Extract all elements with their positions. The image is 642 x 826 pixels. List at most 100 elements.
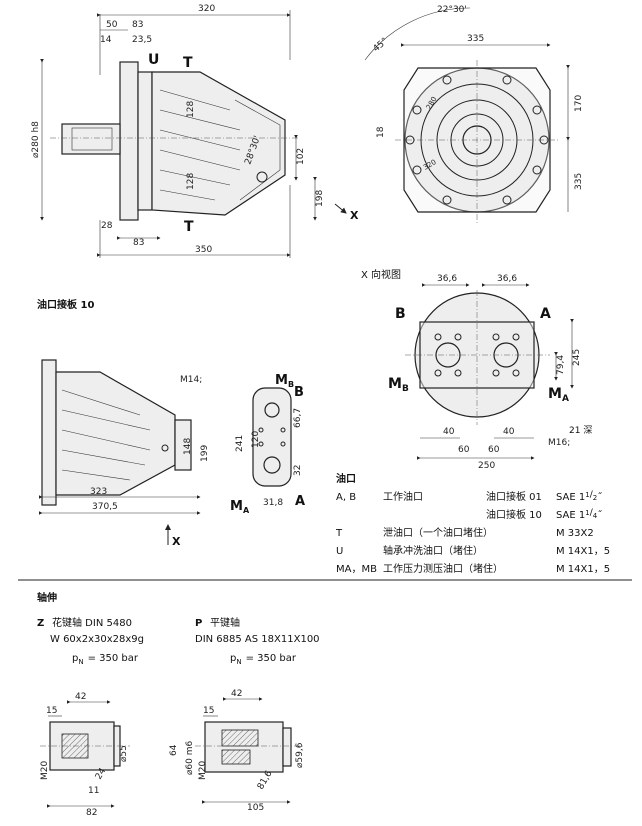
- dim-335-top: 335: [467, 34, 484, 44]
- dim-40-right: 40: [503, 427, 515, 437]
- dim-36-6-left: 36,6: [437, 274, 457, 284]
- shaft-z-letter: Z: [37, 618, 44, 629]
- dim-102: 102: [296, 148, 306, 165]
- x-port-mb-label: MB: [388, 376, 409, 394]
- plate-port-b-label: B: [294, 385, 304, 400]
- dim-28: 28: [101, 221, 113, 231]
- dim-dia280: ⌀280 h8: [31, 121, 41, 158]
- p-dim-60: ⌀60 m6: [185, 741, 195, 775]
- m14-note: M14;: [180, 375, 202, 385]
- dim-79-4: 79,4: [556, 355, 566, 375]
- shaft-p-spec: DIN 6885 AS 18X11X100: [195, 634, 320, 645]
- x-port-b-label: B: [395, 306, 406, 322]
- m16-note: M16;: [548, 438, 570, 448]
- dim-32: 32: [293, 465, 303, 476]
- z-dim-11: 11: [88, 786, 99, 796]
- port-fitting-icon: [256, 171, 268, 183]
- z-dim-m20: M20: [40, 761, 50, 780]
- shaft-section: 轴伸 Z 花键轴 DIN 5480 W 60x2x30x28x9g pN= 35…: [37, 591, 320, 818]
- dim-323: 323: [90, 487, 107, 497]
- shaft-p-drawing: 42 15 64 ⌀60 m6 M20 ⌀59,6 81,6 105: [169, 689, 305, 813]
- dim-350: 350: [195, 245, 212, 255]
- view-x-arrow-label: X: [350, 209, 359, 222]
- p-dim-15: 15: [203, 706, 214, 716]
- plate-view-x-label: X: [172, 535, 181, 548]
- plate-flange: [41, 359, 57, 506]
- dim-148: 148: [183, 438, 193, 455]
- p-dim-42: 42: [231, 689, 242, 699]
- dim-199: 199: [200, 445, 210, 462]
- svg-text:工作油口: 工作油口: [383, 490, 423, 503]
- shaft-p-letter: P: [195, 618, 202, 629]
- svg-text:SAE 11/2˝: SAE 11/2˝: [556, 490, 602, 503]
- pump-body: [151, 71, 286, 216]
- dim-60-right: 60: [488, 445, 500, 455]
- x-port-ma-label: MA: [548, 386, 569, 404]
- dim-83-bottom: 83: [133, 238, 144, 248]
- p-dim-105: 105: [247, 803, 264, 813]
- port-plate-view: 油口接板 10 M14; 148 199 323 370,5 X 241 120…: [37, 298, 305, 548]
- dim-245: 245: [572, 349, 582, 366]
- dim-335-side: 335: [574, 173, 584, 190]
- port-table-row: A, B 工作油口 油口接板 01 SAE 11/2˝: [336, 490, 602, 503]
- dim-320: 320: [198, 4, 215, 14]
- p-dim-m20: M20: [198, 761, 208, 780]
- dim-36-6-right: 36,6: [497, 274, 517, 284]
- port-plate-detail: [252, 387, 292, 487]
- mounting-flange: [119, 61, 139, 221]
- svg-text:工作压力测压油口（堵住）: 工作压力测压油口（堵住）: [383, 562, 503, 575]
- port-plate-title: 油口接板 10: [37, 298, 94, 311]
- dim-170: 170: [574, 95, 584, 112]
- z-dim-15: 15: [46, 706, 57, 716]
- port-t-bottom-label: T: [184, 219, 194, 235]
- port-table-row: MA，MB 工作压力测压油口（堵住） M 14X1，5: [336, 562, 610, 575]
- z-dim-42: 42: [75, 692, 86, 702]
- drive-shaft: [61, 123, 121, 155]
- z-dim-82: 82: [86, 808, 97, 818]
- dim-250: 250: [478, 461, 495, 471]
- svg-text:M 33X2: M 33X2: [556, 528, 594, 539]
- dim-14: 14: [100, 35, 112, 45]
- shaft-z-pressure: pN= 350 bar: [72, 653, 139, 666]
- dim-241: 241: [235, 435, 245, 452]
- depth-note: 21 深: [569, 425, 592, 436]
- shaft-p-pressure: pN= 350 bar: [230, 653, 297, 666]
- svg-text:U: U: [336, 546, 343, 557]
- port-table-row: U 轴承冲洗油口（堵住） M 14X1，5: [336, 544, 610, 557]
- port-table-row: T 泄油口（一个油口堵住） M 33X2: [335, 526, 594, 539]
- svg-text:SAE 11/4˝: SAE 11/4˝: [556, 508, 602, 521]
- dim-60-left: 60: [458, 445, 470, 455]
- svg-text:油口接板 01: 油口接板 01: [486, 490, 542, 503]
- dim-370-5: 370,5: [92, 502, 118, 512]
- side-view: 320 50 83 14 23,5 U T T ⌀280 h8 128 128 …: [31, 4, 359, 258]
- front-view: 22°30' 45° 335 280 320 170 335 18: [364, 5, 584, 225]
- shaft-z-name: 花键轴 DIN 5480: [52, 616, 132, 629]
- svg-text:轴承冲洗油口（堵住）: 轴承冲洗油口（堵住）: [383, 544, 483, 557]
- svg-text:油口接板 10: 油口接板 10: [486, 508, 542, 521]
- svg-text:MA，MB: MA，MB: [336, 564, 377, 575]
- plate-port-ma-label: MA: [230, 499, 250, 515]
- dim-50: 50: [106, 20, 118, 30]
- svg-text:泄油口（一个油口堵住）: 泄油口（一个油口堵住）: [383, 526, 493, 539]
- port-u-label: U: [148, 52, 159, 68]
- p-shaft-body: [204, 721, 284, 773]
- port-table: 油口 A, B 工作油口 油口接板 01 SAE 11/2˝ 油口接板 10 S…: [335, 472, 610, 575]
- plate-port-a: [263, 456, 281, 474]
- svg-text:T: T: [335, 528, 343, 539]
- dim-120: 120: [251, 431, 261, 448]
- p-dim-59-6: ⌀59,6: [295, 742, 305, 768]
- svg-text:M 14X1，5: M 14X1，5: [556, 546, 610, 557]
- port-table-title: 油口: [336, 472, 356, 485]
- port-table-row: 油口接板 10 SAE 11/4˝: [486, 508, 602, 521]
- dim-128-top: 128: [186, 101, 196, 118]
- x-port-a-label: A: [540, 306, 551, 322]
- z-dim-55: ⌀55: [119, 745, 129, 762]
- dim-66-7: 66,7: [293, 408, 303, 428]
- p-dim-64: 64: [169, 744, 179, 756]
- plate-body: [55, 371, 176, 496]
- angle-22-30: 22°30': [437, 5, 467, 15]
- shaft-section-title: 轴伸: [37, 591, 57, 604]
- dim-198: 198: [315, 190, 325, 207]
